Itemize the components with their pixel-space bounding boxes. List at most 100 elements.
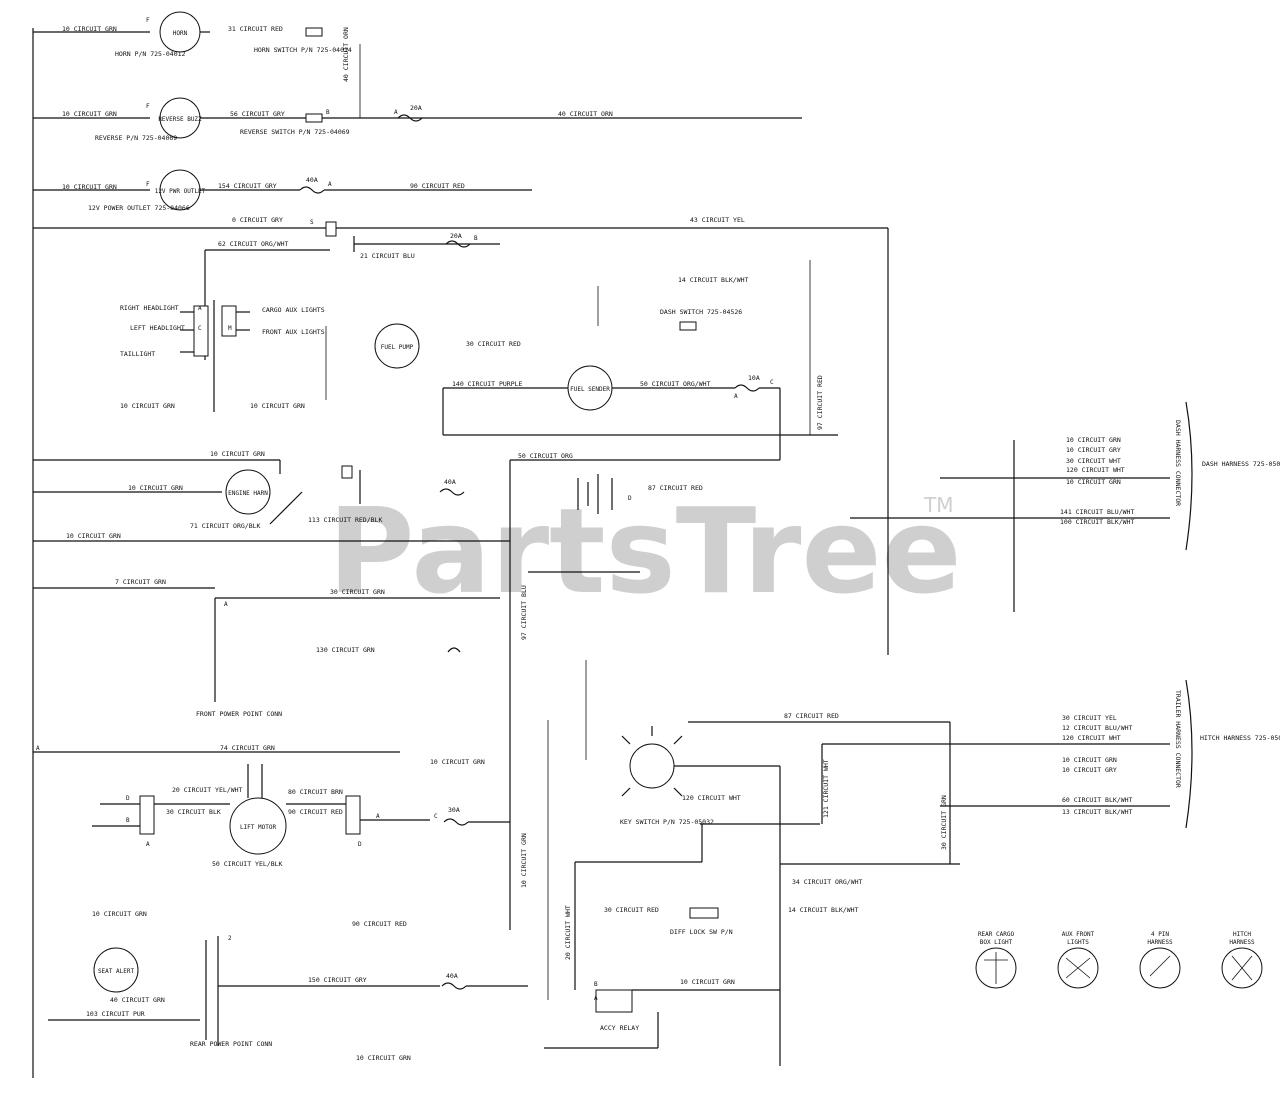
circuit-label: 43 CIRCUIT YEL: [690, 216, 745, 224]
circuit-label: 12 CIRCUIT BLU/WHT: [1062, 724, 1133, 732]
circuit-label: 30 CIRCUIT YEL: [1062, 714, 1117, 722]
circuit-label: 14 CIRCUIT BLK/WHT: [678, 276, 749, 284]
reverse-switch-symbol: [305, 113, 323, 123]
pin-letter: B: [474, 235, 478, 242]
circuit-label: 10 CIRCUIT GRY: [1062, 766, 1117, 774]
circuit-label: 10 CIRCUIT GRN: [66, 532, 121, 540]
horn-switch-symbol: [305, 27, 323, 37]
circuit-label: 10 CIRCUIT GRN: [120, 402, 175, 410]
circuit-label: 50 CIRCUIT ORG/WHT: [640, 380, 711, 388]
circuit-label: 141 CIRCUIT BLU/WHT: [1060, 508, 1134, 516]
circuit-label: 40 CIRCUIT GRN: [110, 996, 165, 1004]
pin-letter: C: [198, 325, 202, 332]
circuit-label: 87 CIRCUIT RED: [784, 712, 839, 720]
circuit-label: 40 CIRCUIT ORN: [342, 27, 350, 82]
circuit-label: 10 CIRCUIT GRN: [62, 183, 117, 191]
connector-sub: HARNESS: [1229, 939, 1255, 946]
light-right-label: CARGO AUX LIGHTS: [262, 306, 325, 314]
fuse-symbol: [734, 384, 760, 392]
12v-outlet-text: 12V PWR OUTLET: [155, 188, 206, 195]
fuel-pump-symbol: [374, 323, 420, 369]
key-switch-label: KEY SWITCH P/N 725-05032: [620, 818, 714, 826]
circuit-label: 50 CIRCUIT YEL/BLK: [212, 860, 283, 868]
circuit-label: 0 CIRCUIT GRY: [232, 216, 283, 224]
circuit-label: 74 CIRCUIT GRN: [220, 744, 275, 752]
light-right-label: FRONT AUX LIGHTS: [262, 328, 325, 336]
connector-name: AUX FRONT: [1062, 931, 1095, 938]
circuit-label: 30 CIRCUIT RED: [604, 906, 659, 914]
fuse-rating: 20A: [450, 232, 462, 240]
circuit-label: 154 CIRCUIT GRY: [218, 182, 277, 190]
pin-letter: 2: [228, 935, 232, 942]
pin-letters: F F B A F A S B A C M C A D A A D B A A …: [36, 17, 774, 1002]
fuel-circuit: FUEL PUMP 30 CIRCUIT RED 14 CIRCUIT BLK/…: [374, 260, 838, 460]
circuit-label: 10 CIRCUIT GRY: [1066, 446, 1121, 454]
yellow-circuit: 0 CIRCUIT GRY 43 CIRCUIT YEL 62 CIRCUIT …: [204, 216, 889, 655]
pin-letter: A: [198, 305, 202, 312]
watermark-trademark: TM: [923, 493, 953, 517]
circuit-label: 10 CIRCUIT GRN: [62, 25, 117, 33]
lift-switch-right: [345, 795, 361, 835]
trailer-connector-bracket: [1185, 679, 1193, 829]
circuit-label: 130 CIRCUIT GRN: [316, 646, 375, 654]
circuit-label: 71 CIRCUIT ORG/BLK: [190, 522, 261, 530]
circuit-label: 20 CIRCUIT YEL/WHT: [172, 786, 243, 794]
connector-rear-cargo: REAR CARGO BOX LIGHT: [975, 931, 1017, 989]
fuse-rating: 20A: [410, 104, 422, 112]
seat-alert-symbol: [93, 947, 139, 993]
connector-name: 4 PIN: [1151, 931, 1169, 938]
fuse-rating: 40A: [446, 972, 458, 980]
circuit-label: 60 CIRCUIT BLK/WHT: [1062, 796, 1133, 804]
cargo-switch-symbol: [679, 321, 697, 331]
rear-power-label: REAR POWER POINT CONN: [190, 1040, 272, 1048]
fuse-symbol: [397, 114, 423, 122]
circuit-label: 21 CIRCUIT BLU: [360, 252, 415, 260]
trailer-harness-connector: 30 CIRCUIT YEL 12 CIRCUIT BLU/WHT 120 CI…: [822, 679, 1280, 864]
circuit-label: 90 CIRCUIT RED: [410, 182, 465, 190]
key-switch-circuit: KEY SWITCH P/N 725-05032 87 CIRCUIT RED …: [547, 660, 950, 1066]
pin-letter: A: [394, 109, 398, 116]
light-connector-left: [193, 305, 209, 357]
fuse-rating: 40A: [306, 176, 318, 184]
pin-letter: B: [126, 817, 130, 824]
diff-lock-switch-symbol: [689, 907, 719, 919]
circuit-label: 10 CIRCUIT GRN: [1066, 478, 1121, 486]
lift-motor-symbol: [229, 797, 287, 855]
accy-relay-label: ACCY RELAY: [600, 1024, 639, 1032]
fuse-symbol: [443, 818, 469, 826]
lift-circuit: 74 CIRCUIT GRN 10 CIRCUIT GRN LIFT MOTOR…: [92, 744, 528, 888]
pin-letter: A: [734, 393, 738, 400]
pin-letter: B: [594, 981, 598, 988]
circuit-label: 120 CIRCUIT WHT: [1062, 734, 1121, 742]
accy-relay-symbol: [595, 989, 633, 1013]
connector-sub: LIGHTS: [1067, 939, 1089, 946]
engine-circuit: ENGINE HARN 10 CIRCUIT GRN 10 CIRCUIT GR…: [66, 450, 780, 930]
connector-sub: HARNESS: [1147, 939, 1173, 946]
circuit-label: 97 CIRCUIT RED: [816, 375, 824, 430]
circuit-label: 56 CIRCUIT GRY: [230, 110, 285, 118]
fuel-pump-text: FUEL PUMP: [381, 344, 414, 351]
circuit-label: 10 CIRCUIT GRN: [520, 833, 528, 888]
circuit-label: 30 CIRCUIT BLK: [166, 808, 221, 816]
horn-symbol-text: HORN: [173, 30, 188, 37]
front-power-circuit: 7 CIRCUIT GRN 30 CIRCUIT GRN 130 CIRCUIT…: [115, 578, 528, 718]
seat-alert-text: SEAT ALERT: [98, 968, 135, 975]
relay-contact-symbol: [341, 465, 353, 479]
pin-letter: B: [326, 109, 330, 116]
pin-letter: A: [146, 841, 150, 848]
fuse-symbol: [441, 982, 467, 990]
pin-letter: S: [310, 219, 314, 226]
circuit-label: 7 CIRCUIT GRN: [115, 578, 166, 586]
reverse-circuit: REVERSE BUZZ 10 CIRCUIT GRN 56 CIRCUIT G…: [62, 97, 802, 142]
circuit-label: 10 CIRCUIT GRN: [680, 978, 735, 986]
circuit-label: 40 CIRCUIT ORN: [558, 110, 613, 118]
fuse-rating: 40A: [444, 478, 456, 486]
horn-switch-label: HORN SWITCH P/N 725-04014: [254, 46, 352, 54]
circuit-label: 10 CIRCUIT GRN: [1062, 756, 1117, 764]
lift-switch-left: [139, 795, 155, 835]
fuse-rating: 10A: [748, 374, 760, 382]
connector-hitch: HITCH HARNESS: [1221, 931, 1263, 989]
circuit-label: 30 CIRCUIT WHT: [1066, 457, 1121, 465]
circuit-label: 62 CIRCUIT ORG/WHT: [218, 240, 289, 248]
engine-harness-text: ENGINE HARN: [228, 490, 268, 497]
